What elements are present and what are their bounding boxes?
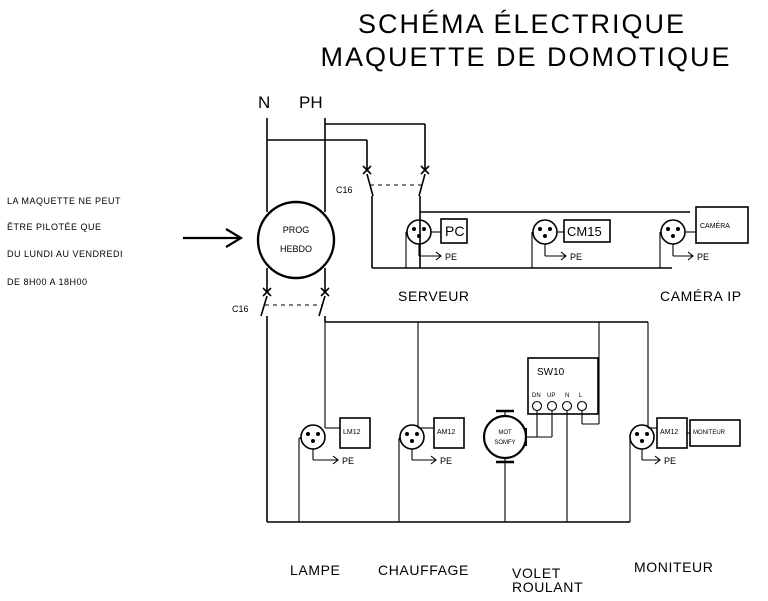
sw10-terminals bbox=[523, 400, 599, 438]
clock-icon bbox=[256, 200, 336, 280]
lm12-box bbox=[339, 417, 371, 449]
sw10-terminal-up: UP bbox=[547, 393, 555, 399]
pe-camera: PE bbox=[697, 252, 709, 262]
outlet-lampe bbox=[299, 424, 340, 450]
pe-moniteur: PE bbox=[664, 456, 676, 466]
prog-label-2: HEBDO bbox=[280, 244, 312, 254]
group-serveur: SERVEUR bbox=[398, 288, 470, 304]
bottom-breaker-label: C16 bbox=[232, 304, 249, 314]
note-line-2: ÊTRE PILOTÉE QUE bbox=[7, 222, 102, 232]
lm12-label: LM12 bbox=[343, 429, 361, 436]
bottom-distribution bbox=[267, 321, 649, 523]
group-moniteur: MONITEUR bbox=[634, 559, 713, 575]
camera-label: CAMÉRA bbox=[700, 221, 730, 230]
neutral-label: N bbox=[258, 93, 270, 112]
pe-cm15: PE bbox=[570, 252, 582, 262]
group-chauffage: CHAUFFAGE bbox=[378, 562, 469, 578]
sw10-terminal-n: N bbox=[565, 393, 569, 399]
note-line-3: DU LUNDI AU VENDREDI bbox=[7, 249, 123, 259]
camera-box bbox=[695, 206, 749, 244]
am12-chauffage-label: AM12 bbox=[437, 429, 455, 436]
main-supply-lines bbox=[266, 118, 326, 292]
cm15-label: CM15 bbox=[567, 224, 602, 239]
pe-chauffage: PE bbox=[440, 456, 452, 466]
note-line-1: LA MAQUETTE NE PEUT bbox=[7, 196, 121, 206]
outlet-moniteur bbox=[629, 424, 657, 450]
pe-pc: PE bbox=[445, 252, 457, 262]
bottom-breaker bbox=[260, 287, 330, 522]
outlet-camera bbox=[660, 219, 696, 245]
earth-arrow-icon bbox=[312, 449, 339, 465]
title-line-1: SCHÉMA ÉLECTRIQUE bbox=[358, 9, 686, 39]
earth-arrow-icon bbox=[672, 244, 694, 261]
note-line-4: DE 8H00 A 18H00 bbox=[7, 277, 88, 287]
top-breaker bbox=[362, 165, 430, 268]
sw10-terminal-l: L bbox=[579, 393, 583, 399]
motor-icon bbox=[482, 409, 537, 464]
earth-arrow-icon bbox=[411, 449, 437, 465]
group-roulant: ROULANT bbox=[512, 579, 583, 595]
title-line-2: MAQUETTE DE DOMOTIQUE bbox=[320, 42, 731, 72]
outlet-pc bbox=[406, 219, 441, 245]
pe-lampe: PE bbox=[342, 456, 354, 466]
sw10-box bbox=[527, 357, 599, 415]
cm15-box bbox=[563, 219, 611, 243]
motor-label-2: SOMFY bbox=[494, 440, 515, 446]
outlet-chauffage bbox=[399, 424, 434, 450]
earth-arrow-icon bbox=[641, 449, 661, 465]
outlet-cm15 bbox=[532, 219, 564, 245]
earth-arrow-icon bbox=[544, 244, 567, 261]
group-camera-ip: CAMÉRA IP bbox=[660, 288, 742, 304]
group-volet: VOLET bbox=[512, 565, 561, 581]
pc-label: PC bbox=[445, 223, 464, 239]
server-bus bbox=[372, 211, 690, 269]
top-branch-feed bbox=[267, 123, 426, 170]
group-lampe: LAMPE bbox=[290, 562, 340, 578]
motor-label-1: MOT bbox=[498, 430, 512, 436]
am12-moniteur-label: AM12 bbox=[660, 429, 678, 436]
prog-label-1: PROG bbox=[283, 225, 310, 235]
am12-chauffage-box bbox=[433, 417, 465, 449]
pc-box bbox=[440, 218, 468, 244]
moniteur-label: MONITEUR bbox=[693, 430, 726, 436]
earth-arrow-icon bbox=[418, 244, 442, 261]
phase-label: PH bbox=[299, 93, 323, 112]
top-breaker-label: C16 bbox=[336, 185, 353, 195]
sw10-label: SW10 bbox=[537, 367, 565, 378]
arrow-right-icon bbox=[183, 228, 244, 248]
sw10-terminal-dn: DN bbox=[532, 393, 541, 399]
